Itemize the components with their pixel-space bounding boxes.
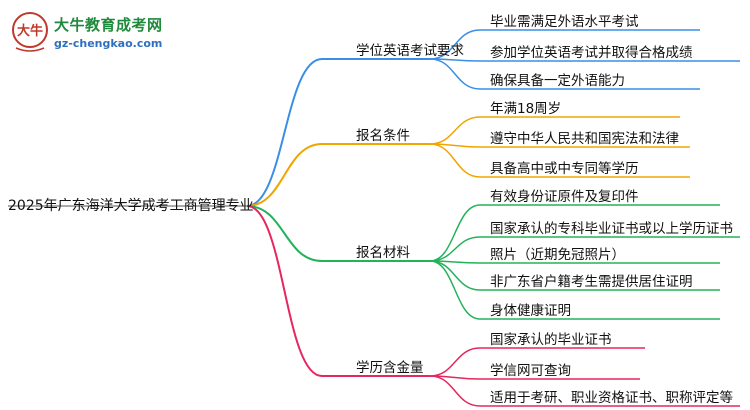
root-connector-1 xyxy=(246,143,323,207)
leaf-node-1-1: 遵守中华人民共和国宪法和法律 xyxy=(490,131,679,147)
leaf-node-3-2: 适用于考研、职业资格证书、职称评定等 xyxy=(490,390,733,406)
leaf-node-0-1: 参加学位英语考试并取得合格成绩 xyxy=(490,45,693,61)
leaf-node-1-0: 年满18周岁 xyxy=(490,101,562,117)
leaf-connector-1-2 xyxy=(429,143,481,178)
branch-node-2: 报名材料 xyxy=(356,245,410,261)
leaf-node-0-2: 确保具备一定外语能力 xyxy=(490,73,625,89)
leaf-node-0-0: 毕业需满足外语水平考试 xyxy=(490,14,639,30)
branch-node-1: 报名条件 xyxy=(356,128,410,144)
leaf-node-2-4: 身体健康证明 xyxy=(490,303,571,319)
leaf-connector-2-0 xyxy=(429,204,481,262)
leaf-connector-1-0 xyxy=(429,116,481,145)
leaf-node-1-2: 具备高中或中专同等学历 xyxy=(490,161,639,177)
logo-title: 大牛教育成考网 xyxy=(54,16,163,34)
leaf-connector-0-0 xyxy=(429,29,481,60)
leaf-node-2-0: 有效身份证原件及复印件 xyxy=(490,189,639,205)
root-connector-0 xyxy=(246,58,323,207)
leaf-node-2-1: 国家承认的专科毕业证书或以上学历证书 xyxy=(490,221,733,237)
leaf-connector-2-3 xyxy=(429,260,481,291)
leaf-connector-3-0 xyxy=(429,347,481,377)
leaf-connector-2-4 xyxy=(429,260,481,320)
branch-node-0: 学位英语考试要求 xyxy=(356,43,464,59)
leaf-node-3-1: 学信网可查询 xyxy=(490,363,571,379)
leaf-node-3-0: 国家承认的毕业证书 xyxy=(490,332,612,348)
site-logo[interactable]: 大牛 大牛教育成考网 gz-chengkao.com xyxy=(10,10,170,54)
logo-mark-icon: 大牛 xyxy=(12,12,48,52)
leaf-node-2-3: 非广东省户籍考生需提供居住证明 xyxy=(490,274,693,290)
leaf-connector-0-2 xyxy=(429,58,481,90)
root-connector-2 xyxy=(246,205,323,262)
root-node: 2025年广东海洋大学成考工商管理专业 xyxy=(8,198,254,214)
root-connector-3 xyxy=(246,205,323,377)
leaf-connector-3-2 xyxy=(429,375,481,407)
leaf-node-2-2: 照片（近期免冠照片） xyxy=(490,247,625,263)
leaf-connector-2-1 xyxy=(429,236,481,262)
logo-mark-text: 大牛 xyxy=(17,23,43,39)
logo-url: gz-chengkao.com xyxy=(54,37,163,50)
branch-node-3: 学历含金量 xyxy=(356,360,424,376)
